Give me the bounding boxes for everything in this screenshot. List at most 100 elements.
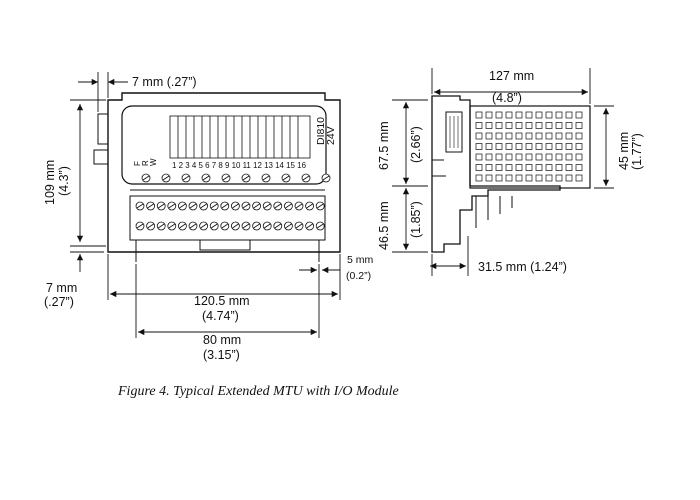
cooling-slot	[475, 132, 483, 140]
screw-slot	[136, 223, 144, 229]
cooling-slot	[495, 143, 503, 150]
cooling-slot	[535, 132, 543, 140]
base-depth-label: 31.5 mm (1.24”)	[478, 260, 567, 274]
screw-slot	[210, 223, 218, 229]
width-mm-label: 120.5 mm	[194, 294, 250, 308]
cooling-slot	[495, 153, 503, 161]
cooling-slot	[545, 164, 553, 171]
module-cooling-fins	[475, 111, 583, 182]
screw-slot	[168, 203, 176, 209]
figure-caption: Figure 4. Typical Extended MTU with I/O …	[118, 384, 399, 399]
screw-slot	[263, 203, 271, 209]
screw-slot	[179, 223, 186, 229]
cooling-slot	[555, 132, 563, 140]
cooling-slot	[525, 122, 533, 129]
screw-slot	[295, 203, 303, 209]
screw-slot	[189, 223, 197, 229]
screw-slot	[157, 223, 165, 229]
cooling-slot	[555, 153, 563, 161]
front-dimensions	[70, 72, 341, 338]
screw-slot	[210, 203, 218, 209]
cooling-slot	[575, 132, 583, 140]
depth-mm-label: 127 mm	[489, 69, 534, 83]
cooling-slot	[505, 122, 513, 129]
cooling-slot	[515, 122, 523, 129]
screw-slot	[189, 203, 197, 209]
screw-slot	[242, 203, 250, 209]
cooling-slot	[575, 153, 583, 161]
cooling-slot	[515, 111, 523, 119]
mtu-body-outline	[107, 92, 341, 253]
cooling-slot	[475, 143, 483, 150]
screw-slot	[274, 203, 282, 209]
cooling-slot	[535, 111, 543, 119]
cooling-slot	[545, 143, 553, 150]
rail-in-label: (3.15”)	[203, 348, 240, 362]
screw-slot	[200, 223, 207, 229]
screw-slot	[242, 175, 250, 181]
cooling-slot	[545, 174, 553, 182]
cooling-slot	[515, 174, 523, 182]
module-label-24v: 24V	[325, 126, 337, 145]
module-text: DI810 24V F R W 1 2 3 4 5 6 7 8 9 10 11 …	[133, 117, 337, 170]
module-label-area	[169, 115, 311, 159]
screw-slot	[221, 223, 229, 229]
din-rail-foot	[199, 240, 251, 251]
cooling-slot	[555, 174, 563, 182]
width-in-label: (4.74”)	[202, 309, 239, 323]
mtu-side-profile	[431, 95, 561, 253]
cooling-slot	[505, 164, 513, 171]
upper-in-label: (2.66”)	[409, 126, 423, 163]
cooling-slot	[565, 164, 573, 171]
cooling-slot	[485, 132, 493, 140]
cooling-slot	[475, 164, 483, 171]
cooling-slot	[545, 122, 553, 129]
screw-slot	[306, 203, 313, 209]
cooling-slot	[545, 153, 553, 161]
cooling-slot	[515, 143, 523, 150]
screw-slot	[262, 175, 270, 181]
screw-slot	[179, 203, 186, 209]
cooling-slot	[555, 111, 563, 119]
screw-slot	[253, 223, 260, 229]
cooling-slot	[575, 111, 583, 119]
cooling-slot	[555, 164, 563, 171]
io-module	[121, 105, 327, 185]
cooling-slot	[505, 143, 513, 150]
pin-offset-mm-label: 5 mm	[347, 254, 374, 266]
channel-numbers: 1 2 3 4 5 6 7 8 9 10 11 12 13 14 15 16	[172, 161, 307, 170]
cooling-slot	[485, 153, 493, 161]
screw-slot	[232, 203, 239, 209]
cooling-slot	[535, 164, 543, 171]
cooling-slot	[545, 111, 553, 119]
terminal-block	[129, 195, 326, 241]
side-guides	[475, 196, 513, 228]
cooling-slot	[565, 132, 573, 140]
upper-mm-label: 67.5 mm	[377, 121, 391, 170]
cooling-slot	[535, 153, 543, 161]
cooling-slot	[525, 111, 533, 119]
cooling-slot	[565, 122, 573, 129]
led-label-w: W	[149, 158, 158, 166]
lower-in-label: (1.85”)	[409, 201, 423, 238]
led-label-r: R	[141, 160, 150, 166]
depth-in-label: (4.8”)	[492, 91, 522, 105]
cooling-slot	[535, 143, 543, 150]
bottom-offset-in-label: (.27”)	[44, 295, 74, 309]
screw-slot	[147, 203, 154, 209]
screw-slot	[274, 223, 282, 229]
screw-slot	[253, 203, 260, 209]
screw-slot	[157, 203, 165, 209]
screw-slot	[147, 223, 154, 229]
cooling-slot	[485, 143, 493, 150]
cooling-slot	[495, 122, 503, 129]
screw-slot	[222, 175, 230, 181]
screw-slot	[142, 175, 150, 181]
pin-offset-in-label: (0.2”)	[346, 270, 371, 282]
cooling-slot	[565, 143, 573, 150]
cooling-slot	[575, 174, 583, 182]
cooling-slot	[515, 132, 523, 140]
cooling-slot	[525, 153, 533, 161]
terminal-screws	[135, 173, 331, 231]
cooling-slot	[555, 143, 563, 150]
